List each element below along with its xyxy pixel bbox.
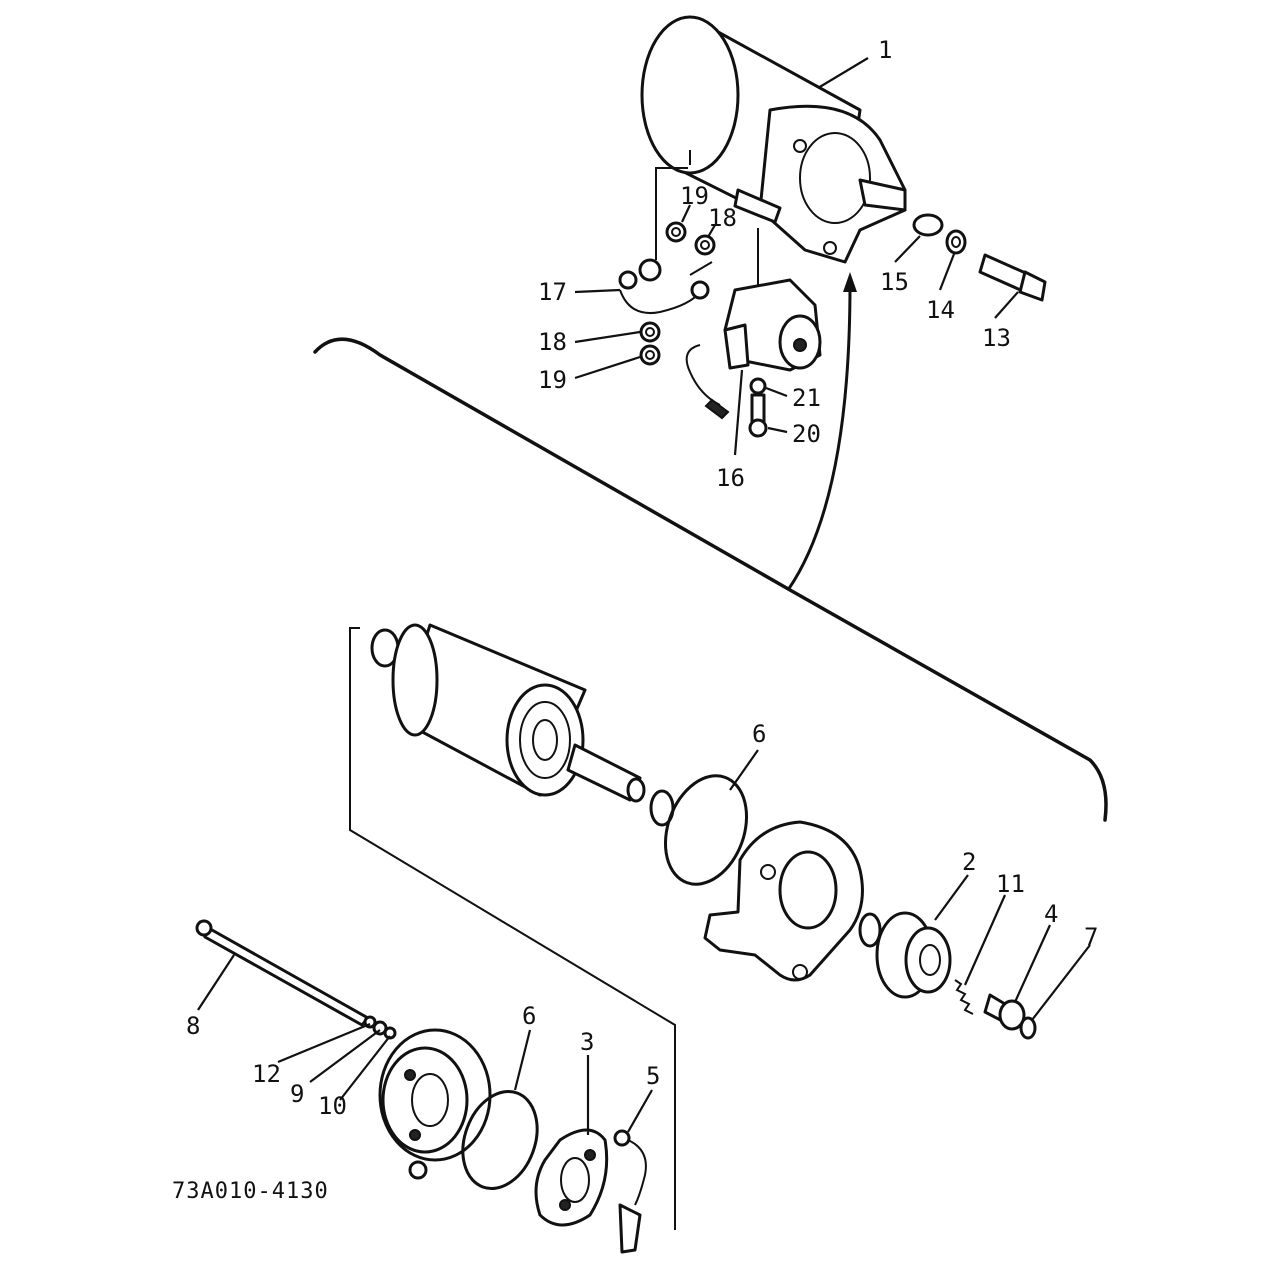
callout-21: 21 xyxy=(792,384,821,412)
callout-5: 5 xyxy=(646,1062,660,1090)
callout-12: 12 xyxy=(252,1060,281,1088)
callout-13: 13 xyxy=(982,324,1011,352)
leader-7 xyxy=(1031,944,1091,1021)
leader-21 xyxy=(765,386,788,398)
leader-6b xyxy=(513,1029,532,1091)
leader-8 xyxy=(197,954,235,1011)
leader-20 xyxy=(767,426,788,434)
group-curve xyxy=(313,337,1108,822)
callout-9: 9 xyxy=(290,1080,304,1108)
brush xyxy=(613,1129,647,1254)
callout-8: 8 xyxy=(186,1012,200,1040)
callout-20: 20 xyxy=(792,420,821,448)
callout-4: 4 xyxy=(1044,900,1058,928)
callout-17: 17 xyxy=(538,278,567,306)
o-ring-large-upper xyxy=(663,774,749,886)
circlip xyxy=(1019,1016,1037,1040)
leader-18b xyxy=(574,330,641,344)
leader-19a xyxy=(681,204,691,223)
callout-1: 1 xyxy=(878,36,892,64)
brush-holder xyxy=(534,1128,609,1227)
lead-wire xyxy=(618,258,710,314)
leader-16 xyxy=(733,369,744,456)
exploded-bracket xyxy=(349,627,676,1230)
nuts-washers-upper xyxy=(665,221,716,276)
starter-motor-assembly xyxy=(640,15,907,264)
o-ring-cover xyxy=(858,912,882,948)
callout-19-lower: 19 xyxy=(538,366,567,394)
callout-2: 2 xyxy=(962,848,976,876)
leader-10 xyxy=(339,1035,391,1101)
leader-1 xyxy=(817,57,869,89)
leader-14 xyxy=(938,253,956,291)
relay-bolt xyxy=(748,377,768,438)
callout-18-lower: 18 xyxy=(538,328,567,356)
o-ring-large-lower xyxy=(461,1090,539,1190)
spring xyxy=(954,979,974,1015)
bracket-line xyxy=(655,167,688,260)
stopper-collar xyxy=(983,993,1026,1031)
diagram-code: 73A010-4130 xyxy=(172,1179,329,1204)
leader-9 xyxy=(309,1029,381,1083)
small-washers xyxy=(363,1015,397,1040)
callout-14: 14 xyxy=(926,296,955,324)
leader-5 xyxy=(627,1089,653,1133)
callout-18-upper: 18 xyxy=(708,204,737,232)
leader-4 xyxy=(1013,924,1052,1003)
washer xyxy=(945,229,967,255)
leader-13 xyxy=(994,291,1019,319)
callout-11: 11 xyxy=(996,870,1025,898)
callout-6-lower: 6 xyxy=(522,1002,536,1030)
nuts-washers-lower xyxy=(639,321,661,366)
leader-11 xyxy=(963,894,1007,986)
callout-19-upper: 19 xyxy=(680,182,709,210)
starter-relay xyxy=(685,278,822,420)
leader-19b xyxy=(574,355,641,380)
front-cover xyxy=(703,820,864,982)
leader-18a xyxy=(707,224,716,238)
yoke-armature xyxy=(391,623,646,803)
collar xyxy=(912,213,944,237)
leader-2 xyxy=(934,874,969,921)
callout-15: 15 xyxy=(880,268,909,296)
leader-17 xyxy=(574,288,621,294)
clutch-gear xyxy=(875,911,952,999)
leader-6a xyxy=(729,749,759,791)
leader-12 xyxy=(277,1022,371,1064)
leader-15 xyxy=(894,235,921,263)
rear-cover xyxy=(378,1028,492,1180)
callout-16: 16 xyxy=(716,464,745,492)
callout-7: 7 xyxy=(1084,923,1098,951)
direction-arrow xyxy=(786,272,857,591)
callout-6-upper: 6 xyxy=(752,720,766,748)
callout-3: 3 xyxy=(580,1028,594,1056)
callout-10: 10 xyxy=(318,1092,347,1120)
mounting-bolt xyxy=(978,253,1047,302)
